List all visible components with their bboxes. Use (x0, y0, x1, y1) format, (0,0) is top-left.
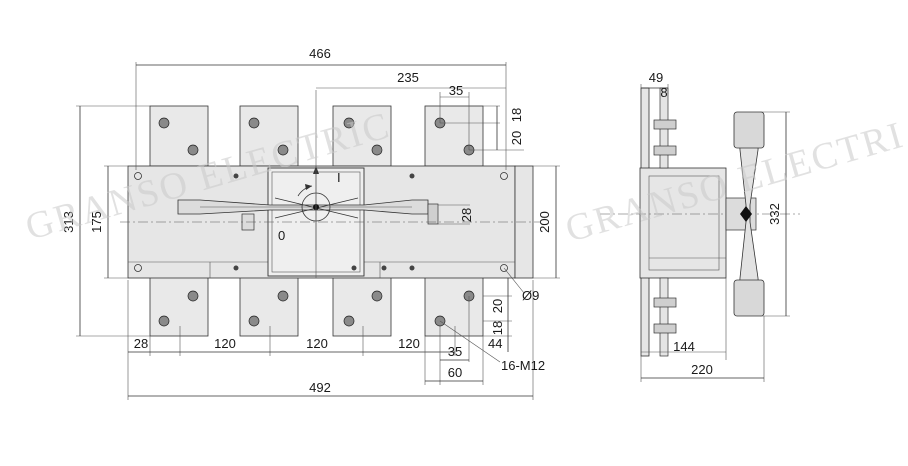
dim-thread-m12: 16-M12 (501, 358, 545, 373)
dim-18-bottom: 18 (490, 321, 505, 335)
dim-20-bottom: 20 (490, 299, 505, 313)
dim-28-bottom: 28 (134, 336, 148, 351)
dim-313: 313 (61, 211, 76, 233)
dim-235: 235 (397, 70, 419, 85)
terminal-bolts (158, 117, 475, 327)
dim-8: 8 (660, 85, 667, 100)
dim-466: 466 (309, 46, 331, 61)
dim-20-top: 20 (509, 131, 524, 145)
bottom-terminal-plates (149, 275, 484, 337)
front-dimension-lines (76, 62, 560, 400)
handle-off-label: 0 (278, 228, 285, 243)
dim-49: 49 (649, 70, 663, 85)
dim-144: 144 (673, 339, 695, 354)
front-view: 466 235 35 18 20 313 175 200 28 28 120 1… (61, 46, 560, 400)
top-terminal-plates (149, 105, 484, 167)
dim-hole-9: Ø9 (522, 288, 539, 303)
side-view: 49 8 332 144 220 (600, 70, 800, 382)
dim-60: 60 (448, 365, 462, 380)
side-handle (600, 111, 800, 317)
dim-35-top: 35 (449, 83, 463, 98)
dim-28-handle: 28 (459, 208, 474, 222)
dim-200: 200 (537, 211, 552, 233)
dim-492: 492 (309, 380, 331, 395)
dim-44: 44 (488, 336, 502, 351)
handle-bar (177, 166, 439, 250)
dim-120-a: 120 (214, 336, 236, 351)
dim-220: 220 (691, 362, 713, 377)
dim-35-bottom: 35 (448, 344, 462, 359)
dim-120-b: 120 (306, 336, 328, 351)
handle-on-label: I (337, 170, 341, 185)
dim-332: 332 (767, 203, 782, 225)
mounting-holes (134, 172, 508, 272)
dim-175: 175 (89, 211, 104, 233)
side-dimension-lines (640, 84, 790, 382)
dim-120-c: 120 (398, 336, 420, 351)
dim-18-top: 18 (509, 108, 524, 122)
side-body (639, 167, 727, 279)
